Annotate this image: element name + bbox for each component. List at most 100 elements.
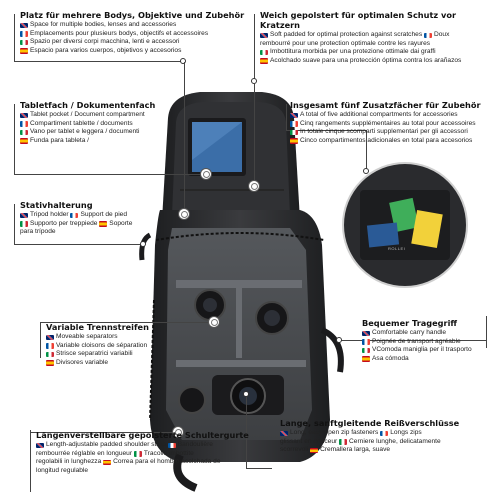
text-es: Asa cómoda xyxy=(372,354,409,362)
text-es: Espacio para varios cuerpos, objetivos y… xyxy=(30,46,182,54)
callout-zips: Lange, sanftgleitende Reißverschlüsse Lo… xyxy=(280,418,496,455)
text-en: Space for multiple bodies, lenses and ac… xyxy=(30,21,177,28)
flag-es-icon xyxy=(20,48,28,54)
pouch-card-yellow xyxy=(411,210,443,248)
flag-uk-icon xyxy=(36,442,44,448)
text-it: VComoda maniglia per il trasporto xyxy=(372,346,472,354)
text-fr: Poignée de transport agréable xyxy=(372,337,461,345)
flag-es-icon xyxy=(290,138,298,144)
zoom-gear-icon xyxy=(200,168,212,180)
flag-es-icon xyxy=(99,221,108,227)
zoom-gear-icon xyxy=(248,180,260,192)
text-en: Moveable separators xyxy=(56,333,118,340)
flag-it-icon xyxy=(20,221,28,227)
text-fr: Variable cloisons de séparation xyxy=(56,341,148,349)
text-fr: Emplacements pour plusieurs bodys, objec… xyxy=(30,29,209,37)
text-es: Cinco compartimentos adicionales en tota… xyxy=(300,136,473,144)
text-fr: Bandoulière xyxy=(177,441,213,448)
text-es-cont: para trípode xyxy=(20,228,56,236)
flag-fr-icon xyxy=(20,121,28,127)
callout-dot-icon xyxy=(363,168,369,174)
text-it: Tracolle imbottite xyxy=(143,449,194,457)
lens-3 xyxy=(178,386,206,414)
flag-fr-icon xyxy=(362,339,370,345)
text-es: Funda para tableta / xyxy=(30,136,90,144)
text-es: Acolchado suave para una protección ópti… xyxy=(270,56,462,64)
callout-title: Tabletfach / Dokumentenfach xyxy=(20,100,156,110)
text-en: Soft padded for optimal protection again… xyxy=(270,31,423,38)
flag-fr-icon xyxy=(167,442,176,448)
flag-uk-icon xyxy=(260,32,268,38)
flag-it-icon xyxy=(290,129,298,136)
flag-fr-icon xyxy=(46,343,54,349)
text-es: Divisores variable xyxy=(56,358,109,366)
flag-fr-icon xyxy=(20,31,28,37)
callout-title: Längenverstellbare gepolsterte Schulterg… xyxy=(36,430,249,440)
callout-dot-icon xyxy=(336,337,342,343)
flag-uk-icon xyxy=(362,330,370,336)
callout-dot-icon xyxy=(180,58,186,64)
zoom-gear-icon xyxy=(178,208,190,220)
callout-strap: Längenverstellbare gepolsterte Schulterg… xyxy=(36,430,276,475)
text-it: In totale cinque scomparti supplementari… xyxy=(300,128,468,136)
text-en: Tablet pocket / Document compartment xyxy=(30,111,145,118)
text-it: Strisce separatrici variabili xyxy=(56,350,133,358)
callout-title: Weich gepolstert für optimalen Schutz vo… xyxy=(260,10,456,30)
flag-uk-icon xyxy=(20,212,28,218)
flag-es-icon xyxy=(46,360,54,366)
callout-tripod: Stativhalterung Tripod holder Support de… xyxy=(20,200,170,237)
callout-title: Bequemer Tragegriff xyxy=(362,318,458,328)
flag-uk-icon xyxy=(290,112,298,118)
flag-uk-icon xyxy=(46,334,54,340)
text-es: Cremallera larga, suave xyxy=(320,446,391,454)
flag-fr-icon xyxy=(380,430,389,436)
flag-fr-icon xyxy=(290,121,298,127)
callout-title: Insgesamt fünf Zusatzfächer für Zubehör xyxy=(290,100,481,110)
zoom-gear-icon xyxy=(208,316,220,328)
callout-tablet: Tabletfach / Dokumentenfach Tablet pocke… xyxy=(20,100,170,145)
flag-es-icon xyxy=(260,58,268,64)
text-it-cont: scorrevoli xyxy=(280,446,309,454)
text-fr-cont: rembourrée réglable en longueur xyxy=(36,449,133,457)
callout-padded: Weich gepolstert für optimalen Schutz vo… xyxy=(260,10,496,65)
callout-five-compartments: Insgesamt fünf Zusatzfächer für Zubehör … xyxy=(290,100,496,145)
callout-title: Platz für mehrere Bodys, Objektive und Z… xyxy=(20,10,245,20)
text-fr: Cinq rangements supplémentaires au total… xyxy=(300,119,476,127)
flag-es-icon xyxy=(20,138,28,144)
text-en: Long, easy-open zip fasteners xyxy=(290,429,379,436)
flag-it-icon xyxy=(46,351,54,358)
callout-title: Lange, sanftgleitende Reißverschlüsse xyxy=(280,418,460,428)
callout-dot-icon xyxy=(140,241,146,247)
flag-it-icon xyxy=(20,129,28,136)
text-it: Imbottitura morbida per una protezione o… xyxy=(270,48,436,56)
pouch-brand-label: ROLLEI xyxy=(388,246,406,251)
flag-es-icon xyxy=(103,459,112,466)
text-fr: Support de pied xyxy=(80,211,128,218)
flag-uk-icon xyxy=(20,22,28,28)
text-it: Cerniere lunghe, delicatamente xyxy=(349,437,441,445)
callout-handle: Bequemer Tragegriff Comfortable carry ha… xyxy=(362,318,496,363)
text-it: Spazio per diversi corpi macchina, lenti… xyxy=(30,38,180,46)
text-en: Length-adjustable padded shoulder strap xyxy=(46,441,166,448)
callout-title: Stativhalterung xyxy=(20,200,93,210)
text-en: A total of five additional compartments … xyxy=(300,111,458,118)
flag-fr-icon xyxy=(70,212,79,218)
text-fr: Doux xyxy=(433,31,450,38)
flag-es-icon xyxy=(362,356,370,362)
text-it: Supporto per treppiede xyxy=(30,219,98,227)
text-es-cont: longitud regulable xyxy=(36,466,89,474)
callout-bodies: Platz für mehrere Bodys, Objektive und Z… xyxy=(20,10,250,55)
callout-dot-icon xyxy=(243,391,249,397)
flag-it-icon xyxy=(339,439,348,445)
flag-it-icon xyxy=(362,347,370,354)
flag-it-icon xyxy=(260,49,268,56)
flag-fr-icon xyxy=(423,32,432,38)
text-fr: Compartiment tablette / documents xyxy=(30,119,133,127)
text-fr-cont: glissant en douceur xyxy=(280,437,338,445)
callout-title: Variable Trennstreifen xyxy=(46,322,149,332)
text-en: Comfortable carry handle xyxy=(372,329,447,336)
text-es: Soporte xyxy=(109,219,133,227)
text-es: Correa para el hombro acolchada de xyxy=(113,458,221,466)
flag-it-icon xyxy=(20,39,28,46)
